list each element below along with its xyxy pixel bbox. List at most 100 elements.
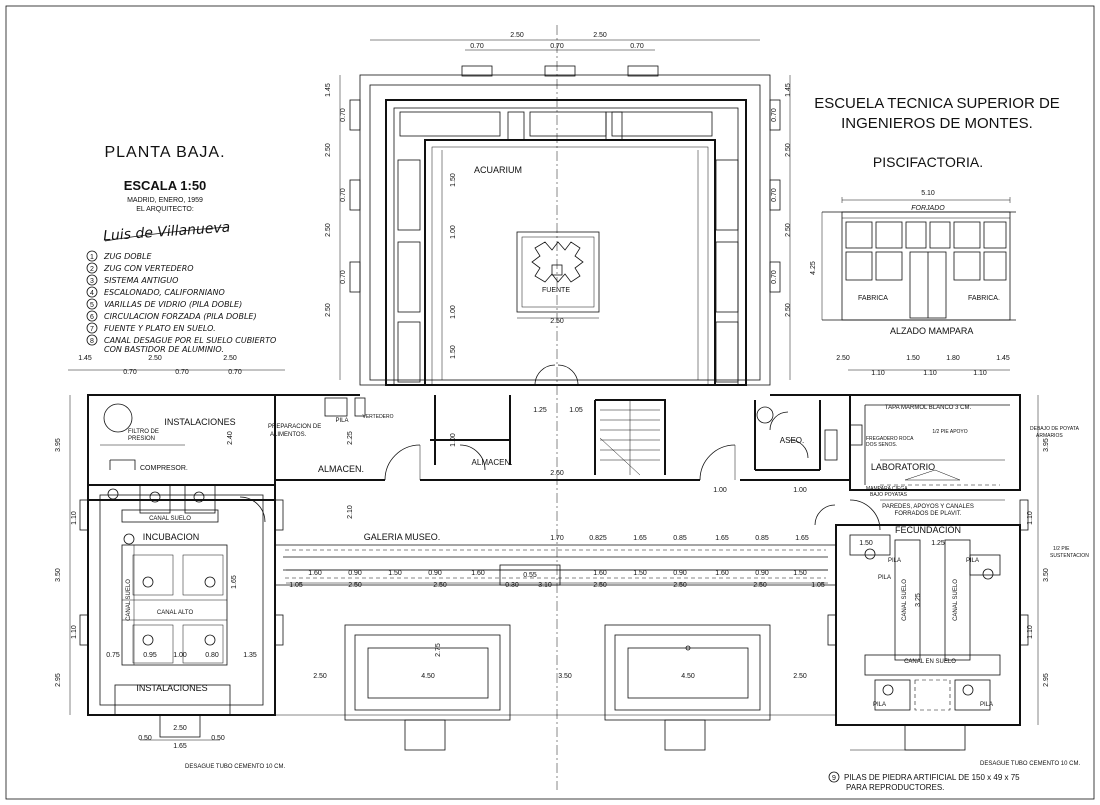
legend-item: 3 SISTEMA ANTIGUO [86,274,178,286]
svg-text:0.30: 0.30 [505,582,519,589]
svg-text:6: 6 [90,314,94,321]
svg-text:0.75: 0.75 [106,652,120,659]
legend-item: 5 VARILLAS DE VIDRIO (PILA DOBLE) [86,298,242,310]
room-label-galeria: GALERIA MUSEO. [364,532,441,542]
svg-text:FUENTE Y PLATO EN SUELO.: FUENTE Y PLATO EN SUELO. [104,324,216,333]
svg-text:2.50: 2.50 [593,582,607,589]
label-pie-apoyo: 1/2 PIE APOYO [932,429,967,435]
svg-text:0.70: 0.70 [771,108,778,122]
architect-signature: Luis de Villanueva [103,220,231,245]
svg-text:1.60: 1.60 [715,570,729,577]
svg-text:CIRCULACION FORZADA (PILA DOBL: CIRCULACION FORZADA (PILA DOBLE) [104,312,257,321]
room-label-almacen-2: ALMACEN. [472,458,513,467]
svg-text:ESCALONADO, CALIFORNIANO: ESCALONADO, CALIFORNIANO [104,288,225,297]
svg-text:1.10: 1.10 [871,370,885,377]
room-label-fuente: FUENTE [542,287,570,294]
svg-text:0.70: 0.70 [340,108,347,122]
central-block [274,364,850,481]
legend-item: 6 CIRCULACION FORZADA (PILA DOBLE) [86,310,257,322]
svg-text:2.50: 2.50 [673,582,687,589]
svg-text:0.70: 0.70 [340,188,347,202]
svg-text:0.50: 0.50 [138,735,152,742]
svg-text:1.10: 1.10 [1027,511,1034,525]
svg-text:ZUG CON VERTEDERO: ZUG CON VERTEDERO [103,264,194,273]
label-debajo: DEBAJO DE POYATA [1030,426,1080,432]
label-preparacion-2: ALIMENTOS. [270,432,307,438]
svg-text:3.50: 3.50 [558,673,572,680]
room-label-acuarium: ACUARIUM [474,165,522,175]
svg-text:0.70: 0.70 [771,270,778,284]
svg-text:1.25: 1.25 [931,540,945,547]
svg-text:2: 2 [90,266,94,273]
svg-text:1.60: 1.60 [471,570,485,577]
svg-text:1.10: 1.10 [71,511,78,525]
svg-text:1.50: 1.50 [450,173,457,187]
legend-item: 8 CANAL DESAGUE POR EL SUELO CUBIERTO CO… [86,334,276,354]
label-canal-suelo-f2: CANAL SUELO [953,579,959,621]
svg-text:2.50: 2.50 [593,32,607,39]
school-name-line2: INGENIEROS DE MONTES. [841,115,1033,132]
svg-text:0.85: 0.85 [755,535,769,542]
svg-text:2.50: 2.50 [148,355,162,362]
svg-text:1.70: 1.70 [550,535,564,542]
note-desague-right: DESAGUE TUBO CEMENTO 10 CM. [980,761,1080,767]
room-label-incubacion: INCUBACION [143,532,200,542]
svg-text:9: 9 [832,775,836,782]
left-wing [79,394,284,738]
svg-text:3.95: 3.95 [55,438,62,452]
right-wing [814,394,1029,751]
svg-text:3.25: 3.25 [915,593,922,607]
svg-text:CON BASTIDOR DE ALUMINIO.: CON BASTIDOR DE ALUMINIO. [104,345,224,354]
svg-text:1.60: 1.60 [308,570,322,577]
svg-text:0.70: 0.70 [771,188,778,202]
svg-text:1.10: 1.10 [1027,625,1034,639]
svg-text:0.90: 0.90 [428,570,442,577]
svg-text:2.50: 2.50 [173,725,187,732]
room-label-fecundacion: FECUNDACION [895,525,961,535]
gallery [274,544,837,751]
label-compresor: COMPRESOR. [140,465,188,472]
room-label-aseo: ASEO. [780,436,804,445]
svg-text:PARA REPRODUCTORES.: PARA REPRODUCTORES. [846,783,944,792]
label-mampara: MAMPARA CIEGA [866,486,908,492]
svg-text:2.50: 2.50 [836,355,850,362]
svg-text:5.10: 5.10 [921,190,935,197]
svg-text:1.65: 1.65 [173,743,187,750]
svg-text:CANAL DESAGUE POR EL SUELO CUB: CANAL DESAGUE POR EL SUELO CUBIERTO [104,336,276,345]
fountain [516,231,600,313]
svg-text:2.50: 2.50 [785,143,792,157]
svg-text:1.50: 1.50 [388,570,402,577]
note-desague-left: DESAGUE TUBO CEMENTO 10 CM. [185,764,285,770]
label-sustentacion-2: SUSTENTACION [1050,553,1089,559]
svg-text:1.80: 1.80 [946,355,960,362]
label-pila-r3: PILA [966,558,979,564]
label-canal-suelo-f1: CANAL SUELO [902,579,908,621]
room-label-instalaciones: INSTALACIONES [164,417,235,427]
svg-text:2.50: 2.50 [433,582,447,589]
dimension-lines [68,39,1039,751]
svg-text:1.00: 1.00 [713,487,727,494]
svg-text:3.10: 3.10 [538,582,552,589]
svg-text:2.50: 2.50 [785,223,792,237]
svg-text:3: 3 [90,278,94,285]
svg-text:1: 1 [90,254,94,261]
svg-text:3.95: 3.95 [1043,438,1050,452]
svg-text:4.25: 4.25 [810,261,817,275]
dimension-labels: 2.50 2.50 0.70 0.70 0.70 1.45 2.50 2.50 … [55,32,1050,750]
svg-text:1.00: 1.00 [450,225,457,239]
room-label-instalaciones-2: INSTALACIONES [136,683,207,693]
label-vertedero: VERTEDERO [362,414,393,420]
svg-text:2.75: 2.75 [435,643,442,657]
svg-text:SISTEMA ANTIGUO: SISTEMA ANTIGUO [104,276,178,285]
label-canal-suelo-h: CANAL SUELO [149,516,191,522]
label-bajo-poyatas: BAJO POYATAS [870,492,908,498]
svg-text:0.825: 0.825 [589,535,607,542]
svg-text:1.50: 1.50 [859,540,873,547]
svg-text:Luis de Villanueva: Luis de Villanueva [103,220,231,245]
label-canal-suelo-v: CANAL SUELO [126,579,132,621]
svg-text:3.50: 3.50 [55,568,62,582]
svg-text:2.50: 2.50 [785,303,792,317]
svg-text:0.80: 0.80 [205,652,219,659]
svg-text:1.05: 1.05 [811,582,825,589]
